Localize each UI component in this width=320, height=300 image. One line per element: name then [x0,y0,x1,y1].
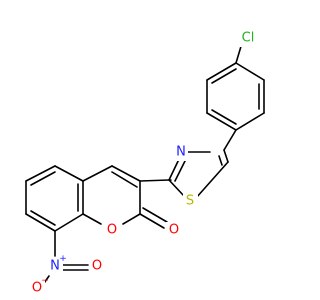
bond [82,165,113,182]
nitro-oxygen-top-label: O [92,259,102,274]
bond [111,165,141,182]
chemical-structure-diagram: Cl N S O O N + O O − [25,30,265,297]
carbonyl-oxygen-label: O [169,223,179,238]
bond [30,171,56,186]
bond [25,213,56,232]
bond [206,112,237,131]
bond [82,213,102,225]
bond [54,213,84,232]
bond [206,62,237,81]
bond [223,129,237,151]
nitro-nitrogen-label: N [50,259,60,274]
label-background [89,258,104,275]
label-background [183,193,198,210]
bond [122,213,141,225]
bond [139,179,170,182]
label-background [30,280,45,297]
bond [142,207,168,223]
chlorine-atom-label: Cl [242,31,255,46]
label-background [166,222,181,239]
bond [211,68,237,84]
bond [218,155,223,166]
bond [30,210,56,226]
label-background [48,258,63,275]
bond [195,161,229,199]
label-background [174,144,188,161]
bond [235,112,265,131]
bond [139,213,165,229]
atom-labels: Cl N S O O N + O O − [30,30,260,297]
thiazole-sulfur-label: S [186,194,194,209]
label-background [104,222,119,239]
bond [223,149,229,163]
bond [54,165,84,182]
thiazole-nitrogen-label: N [176,145,186,160]
nitro-oxygen-charge: − [41,276,49,286]
bond [168,179,185,197]
ring-oxygen-label: O [107,223,117,238]
label-background [236,30,260,47]
nitro-oxygen-bottom-label: O [32,281,42,296]
bond [25,165,56,182]
bond [235,62,265,81]
bonds [25,42,265,287]
bond [211,109,237,125]
nitro-nitrogen-charge: + [59,254,67,264]
bond [111,171,138,188]
